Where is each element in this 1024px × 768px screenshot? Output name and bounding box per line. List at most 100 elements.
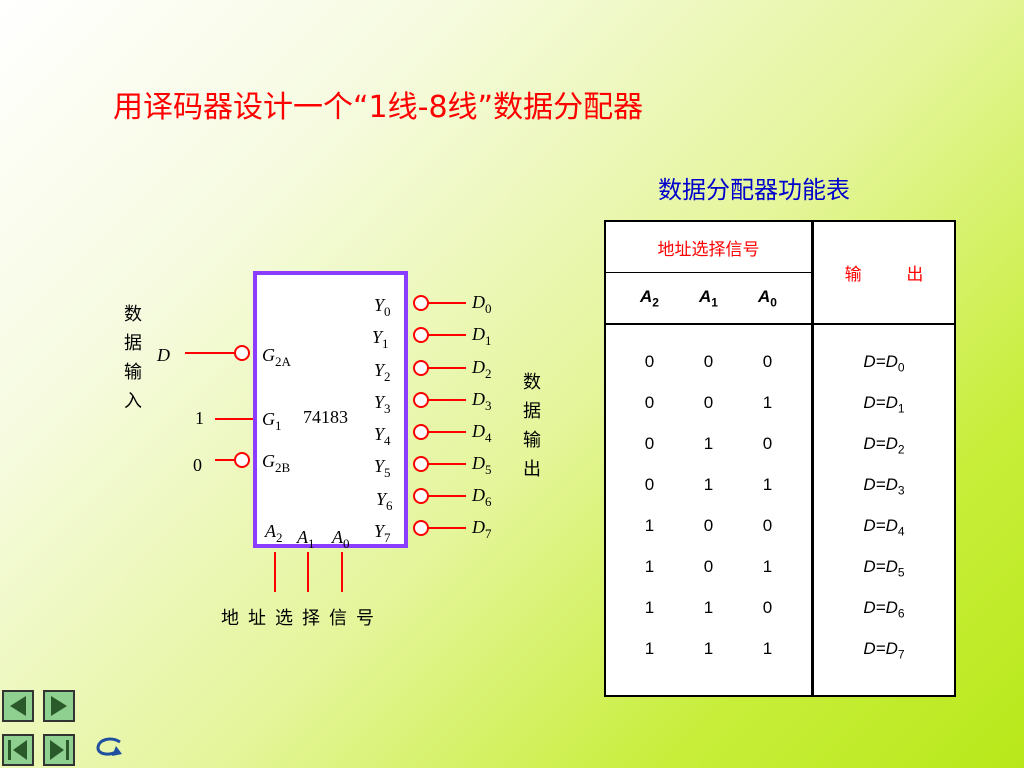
data-input-char: 入 <box>124 391 142 412</box>
col-letter: A <box>699 286 712 306</box>
output-cell: D=D5 <box>814 546 954 587</box>
out-sub: 1 <box>485 333 492 348</box>
out-d2: D2 <box>472 357 492 382</box>
out-text: D=D <box>863 393 898 412</box>
col-sub: 2 <box>652 295 659 310</box>
out-d5: D5 <box>472 453 492 478</box>
cell-a1: 1 <box>703 433 714 453</box>
out-sub: 6 <box>897 606 905 621</box>
out-letter: D <box>472 292 485 312</box>
first-slide-button[interactable] <box>2 734 34 766</box>
pin-sub: 5 <box>384 465 391 480</box>
output-values: D=D0 D=D1 D=D2 D=D3 D=D4 D=D5 D=D6 D=D7 <box>811 324 955 696</box>
pin-y1: Y1 <box>372 327 389 352</box>
input-d-label: D <box>157 345 170 365</box>
first-slide-icon <box>8 740 27 760</box>
col-letter: A <box>758 286 771 306</box>
pin-sub: 3 <box>384 401 391 416</box>
out-letter: D <box>472 421 485 441</box>
cell-a2: 0 <box>644 392 655 412</box>
data-input-label: 数 据 输 入 <box>123 300 143 416</box>
out-text: D=D <box>863 516 898 535</box>
output-cell: D=D4 <box>814 505 954 546</box>
pin-y3: Y3 <box>374 392 391 417</box>
table-title: 数据分配器功能表 <box>658 176 850 204</box>
cell-a2: 1 <box>644 597 655 617</box>
cell-a1: 0 <box>703 392 714 412</box>
next-slide-button[interactable] <box>43 690 75 722</box>
pin-sub: 6 <box>386 498 393 513</box>
cell-a0: 0 <box>762 515 773 535</box>
address-subheader: A2 A1 A0 <box>605 272 813 325</box>
out-sub: 1 <box>897 401 905 416</box>
pin-g1: G1 <box>262 409 282 434</box>
pin-letter: Y <box>376 489 387 509</box>
output-cell: D=D0 <box>814 341 954 382</box>
cell-a1: 0 <box>703 556 714 576</box>
pin-letter: G <box>262 345 275 365</box>
g1-value: 1 <box>195 408 204 428</box>
pin-sub: 2B <box>275 460 291 475</box>
out-letter: D <box>472 324 485 344</box>
chip-name: 74183 <box>303 407 348 427</box>
out-sub: 0 <box>897 360 905 375</box>
col-a2: A2 <box>640 287 659 309</box>
prev-slide-button[interactable] <box>2 690 34 722</box>
pin-letter: Y <box>372 327 383 347</box>
data-output-char: 出 <box>523 459 541 480</box>
output-header: 输 出 <box>811 221 955 325</box>
pin-a1: A1 <box>297 527 315 552</box>
pin-sub: 2A <box>275 354 291 369</box>
prev-slide-icon <box>10 696 26 716</box>
out-letter: D <box>472 517 485 537</box>
pin-y4: Y4 <box>374 424 391 449</box>
pin-letter: A <box>332 527 343 547</box>
out-sub: 5 <box>897 565 905 580</box>
col-a1: A1 <box>699 287 718 309</box>
pin-y2: Y2 <box>374 360 391 385</box>
out-sub: 4 <box>485 430 492 445</box>
out-d6: D6 <box>472 485 492 510</box>
out-sub: 5 <box>485 462 492 477</box>
cell-a2: 0 <box>644 433 655 453</box>
out-d0: D0 <box>472 292 492 317</box>
out-sub: 6 <box>485 494 492 509</box>
pin-letter: A <box>265 521 276 541</box>
pin-letter: Y <box>374 295 385 315</box>
data-output-label: 数 据 输 出 <box>522 368 542 484</box>
cell-a0: 1 <box>762 556 773 576</box>
cell-a1: 0 <box>703 515 714 535</box>
cell-a2: 1 <box>644 515 655 535</box>
cell-a1: 0 <box>703 351 714 371</box>
pin-letter: A <box>297 527 308 547</box>
pin-sub: 0 <box>384 304 391 319</box>
return-button[interactable] <box>92 734 126 764</box>
slide-title: 用译码器设计一个“1线-8线”数据分配器 <box>113 90 644 125</box>
out-d3: D3 <box>472 389 492 414</box>
cell-a1: 1 <box>703 597 714 617</box>
cell-a0: 1 <box>762 638 773 658</box>
data-input-char: 输 <box>124 362 142 383</box>
col-sub: 0 <box>770 295 777 310</box>
pin-sub: 1 <box>382 336 389 351</box>
pin-sub: 7 <box>384 530 391 545</box>
out-sub: 7 <box>485 526 492 541</box>
out-text: D=D <box>863 475 898 494</box>
pin-y5: Y5 <box>374 456 391 481</box>
pin-a0: A0 <box>332 527 350 552</box>
out-text: D=D <box>863 639 898 658</box>
last-slide-button[interactable] <box>43 734 75 766</box>
out-sub: 2 <box>485 366 492 381</box>
pin-g2b: G2B <box>262 451 290 476</box>
out-d1: D1 <box>472 324 492 349</box>
pin-sub: 4 <box>384 433 391 448</box>
data-output-char: 输 <box>523 430 541 451</box>
